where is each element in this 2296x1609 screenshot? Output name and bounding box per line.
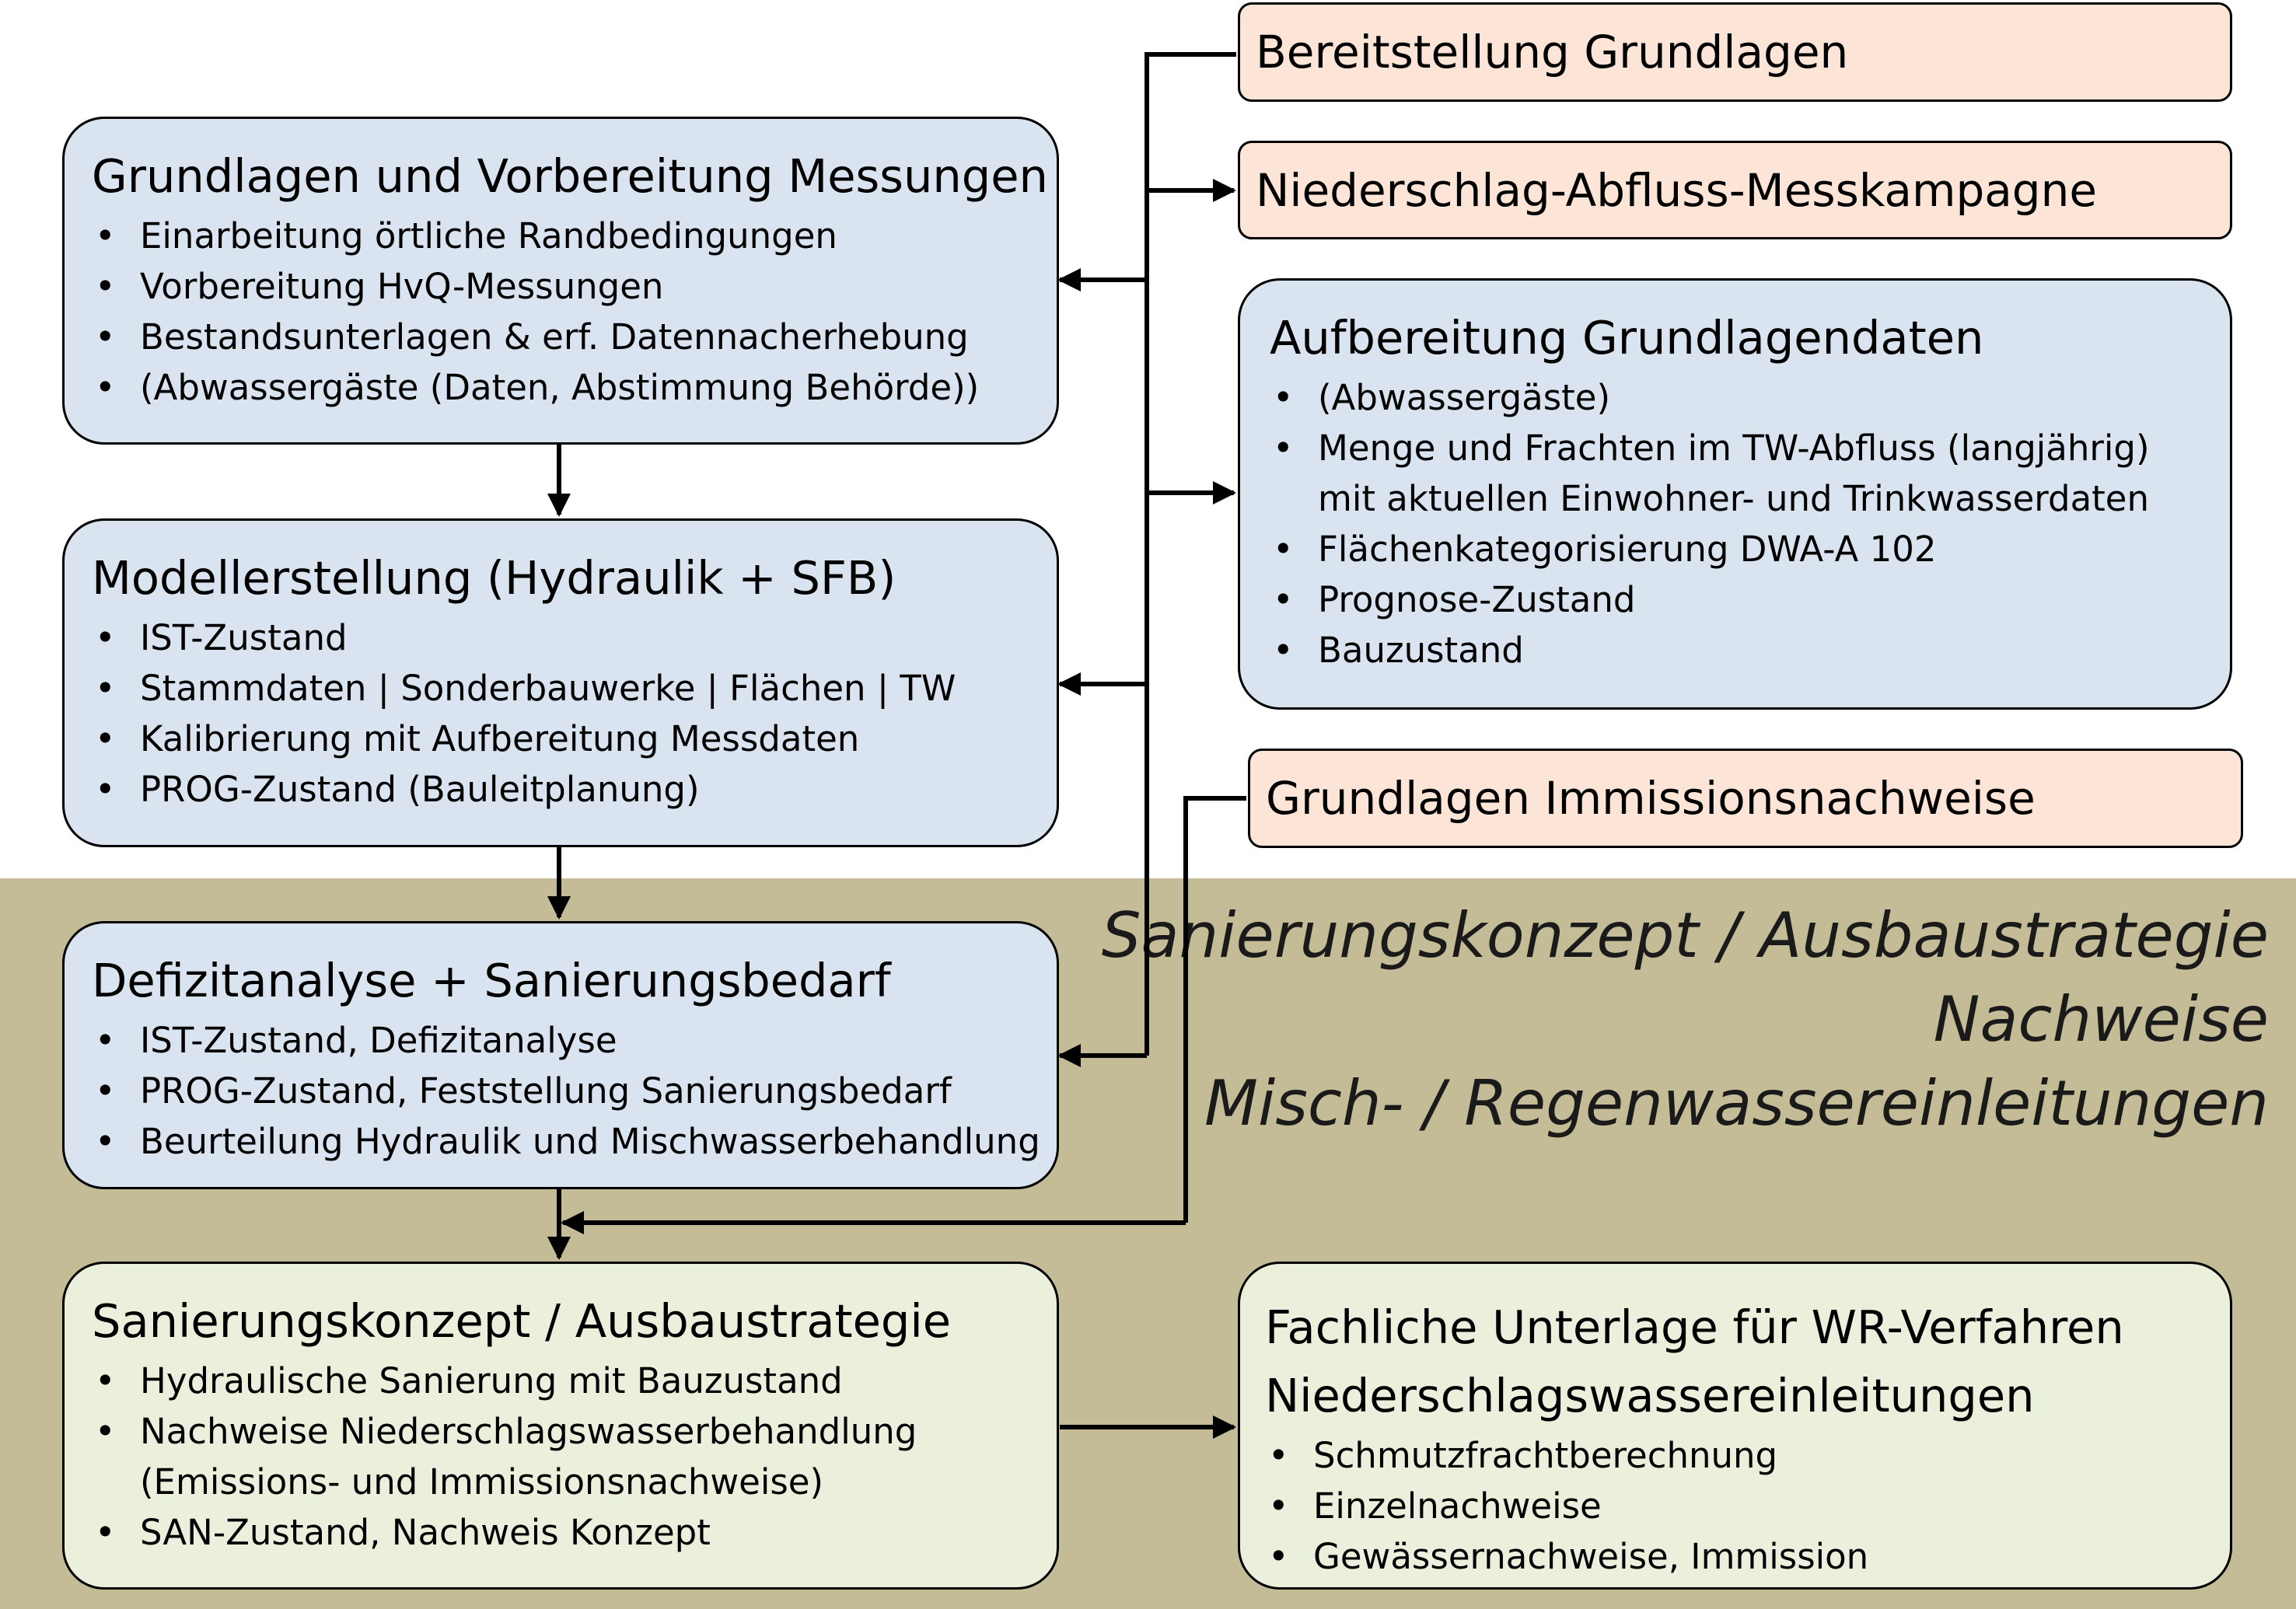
aufbereitung-title: Aufbereitung Grundlagendaten: [1270, 311, 1984, 365]
messkampagne-label: Niederschlag-Abfluss-Messkampagne: [1256, 163, 2098, 217]
band-caption-line-1: Sanierungskonzept / Ausbaustrategie: [1101, 899, 2269, 972]
sanierungskonzept-title: Sanierungskonzept / Ausbaustrategie: [92, 1294, 952, 1348]
grundlagen-messungen-list: Einarbeitung örtliche Randbedingungen Vo…: [92, 211, 1041, 413]
aufbereitung-list: (Abwassergäste) Menge und Frachten im TW…: [1270, 372, 2214, 675]
band-caption-line-3: Misch- / Regenwassereinleitungen: [1204, 1067, 2269, 1140]
list-item: Vorbereitung HvQ-Messungen: [92, 261, 1041, 312]
list-item: IST-Zustand, Defizitanalyse: [92, 1015, 1041, 1066]
band-caption-line-2: Nachweise: [1933, 983, 2269, 1056]
band-caption: Sanierungskonzept / Ausbaustrategie Nach…: [1102, 894, 2269, 1146]
modellerstellung-list: IST-Zustand Stammdaten | Sonderbauwerke …: [92, 613, 1041, 815]
fachliche-unterlage-title: Fachliche Unterlage für WR-Verfahren Nie…: [1265, 1293, 2214, 1430]
list-item: Einzelnachweise: [1265, 1481, 2214, 1531]
grundlagen-messungen-title: Grundlagen und Vorbereitung Messungen: [92, 149, 1048, 203]
list-item: IST-Zustand: [92, 613, 1041, 663]
trunk-line: [1145, 52, 1236, 1056]
list-item: Stammdaten | Sonderbauwerke | Flächen | …: [92, 663, 1041, 714]
fachliche-title-line-1: Fachliche Unterlage für WR-Verfahren: [1265, 1300, 2124, 1354]
messkampagne-box: Niederschlag-Abfluss-Messkampagne: [1238, 141, 2232, 239]
list-item: PROG-Zustand (Bauleitplanung): [92, 764, 1041, 815]
defizitanalyse-list: IST-Zustand, Defizitanalyse PROG-Zustand…: [92, 1015, 1041, 1167]
list-item: (Abwassergäste (Daten, Abstimmung Behörd…: [92, 362, 1041, 413]
line-from-immission: [1183, 796, 1246, 1223]
list-item-line: Nachweise Niederschlagswasserbehandlung: [140, 1411, 917, 1452]
list-item: Prognose-Zustand: [1270, 574, 2214, 625]
list-item: Menge und Frachten im TW-Abfluss (langjä…: [1270, 423, 2214, 524]
list-item: Gewässernachweise, Immission: [1265, 1531, 2214, 1582]
defizitanalyse-box: Defizitanalyse + Sanierungsbedarf IST-Zu…: [62, 921, 1059, 1189]
modellerstellung-box: Modellerstellung (Hydraulik + SFB) IST-Z…: [62, 518, 1059, 847]
list-item: Einarbeitung örtliche Randbedingungen: [92, 211, 1041, 261]
list-item: SAN-Zustand, Nachweis Konzept: [92, 1507, 1041, 1558]
list-item-continuation: mit aktuellen Einwohner- und Trinkwasser…: [1318, 478, 2149, 519]
list-item: Bestandsunterlagen & erf. Datennacherheb…: [92, 312, 1041, 362]
list-item: PROG-Zustand, Feststellung Sanierungsbed…: [92, 1066, 1041, 1116]
list-item: Nachweise Niederschlagswasserbehandlung …: [92, 1406, 1041, 1507]
list-item: Schmutzfrachtberechnung: [1265, 1430, 2214, 1481]
defizitanalyse-title: Defizitanalyse + Sanierungsbedarf: [92, 954, 891, 1007]
immissionsnachweise-label: Grundlagen Immissionsnachweise: [1266, 772, 2036, 825]
modellerstellung-title: Modellerstellung (Hydraulik + SFB): [92, 551, 896, 605]
list-item-line: Menge und Frachten im TW-Abfluss (langjä…: [1318, 428, 2150, 469]
grundlagen-messungen-box: Grundlagen und Vorbereitung Messungen Ei…: [62, 117, 1059, 445]
sanierungskonzept-box: Sanierungskonzept / Ausbaustrategie Hydr…: [62, 1262, 1059, 1590]
sanierungskonzept-list: Hydraulische Sanierung mit Bauzustand Na…: [92, 1356, 1041, 1558]
list-item-continuation: (Emissions- und Immissionsnachweise): [140, 1461, 824, 1503]
fachliche-title-line-2: Niederschlagswassereinleitungen: [1265, 1369, 2035, 1422]
fachliche-unterlage-box: Fachliche Unterlage für WR-Verfahren Nie…: [1238, 1262, 2232, 1590]
list-item: Hydraulische Sanierung mit Bauzustand: [92, 1356, 1041, 1406]
bereitstellung-grundlagen-box: Bereitstellung Grundlagen: [1238, 2, 2232, 102]
immissionsnachweise-box: Grundlagen Immissionsnachweise: [1248, 749, 2243, 848]
list-item: (Abwassergäste): [1270, 372, 2214, 423]
bereitstellung-grundlagen-label: Bereitstellung Grundlagen: [1256, 26, 1849, 79]
list-item: Bauzustand: [1270, 625, 2214, 675]
list-item: Flächenkategorisierung DWA-A 102: [1270, 524, 2214, 574]
list-item: Beurteilung Hydraulik und Mischwasserbeh…: [92, 1116, 1041, 1167]
list-item: Kalibrierung mit Aufbereitung Messdaten: [92, 714, 1041, 764]
aufbereitung-grundlagendaten-box: Aufbereitung Grundlagendaten (Abwassergä…: [1238, 278, 2232, 710]
fachliche-unterlage-list: Schmutzfrachtberechnung Einzelnachweise …: [1265, 1430, 2214, 1582]
